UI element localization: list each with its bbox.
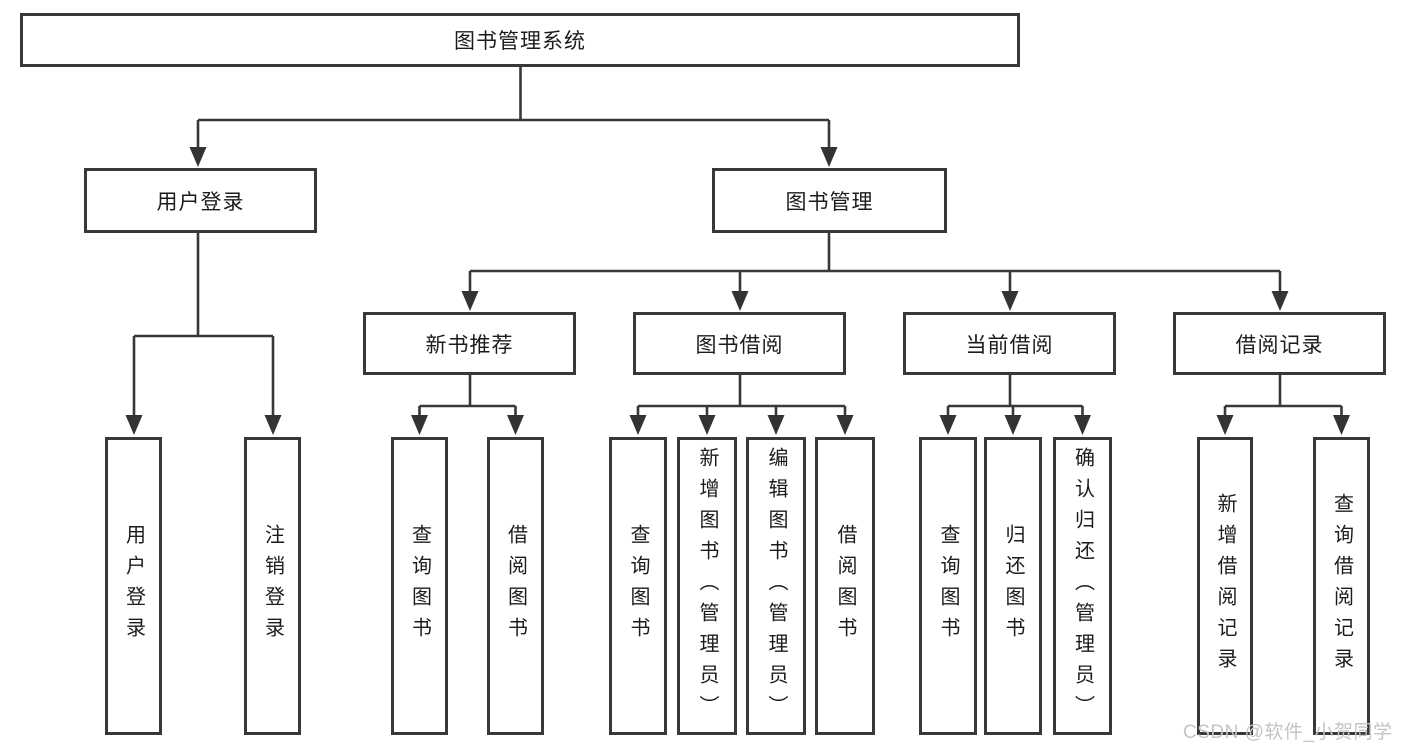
leaf-query-borrow-record: 查询借阅记录 xyxy=(1313,437,1370,735)
leaf-borrow-books-recommend: 借阅图书 xyxy=(487,437,544,735)
node-label: 图书管理系统 xyxy=(454,30,586,53)
node-book-management: 图书管理 xyxy=(712,168,947,233)
node-label: 用户登录 xyxy=(156,190,245,214)
leaf-query-books-current: 查询图书 xyxy=(919,437,977,735)
leaf-borrow-books-borrowing: 借阅图书 xyxy=(815,437,875,735)
node-label: 新书推荐 xyxy=(425,333,514,357)
leaf-label: 注销登录 xyxy=(261,524,284,648)
leaf-label: 编辑图书（管理员） xyxy=(765,446,787,726)
csdn-watermark: CSDN @软件_小贺同学 xyxy=(1183,722,1393,743)
node-current-borrowing: 当前借阅 xyxy=(903,312,1116,375)
leaf-label: 查询图书 xyxy=(937,524,959,648)
leaf-label: 查询图书 xyxy=(627,524,649,648)
leaf-query-books-borrowing: 查询图书 xyxy=(609,437,667,735)
node-label: 借阅记录 xyxy=(1235,333,1324,357)
leaf-label: 查询借阅记录 xyxy=(1330,493,1353,679)
leaf-label: 用户登录 xyxy=(122,524,145,648)
node-borrowing-records: 借阅记录 xyxy=(1173,312,1386,375)
node-library-management-system: 图书管理系统 xyxy=(20,13,1020,67)
node-book-borrowing: 图书借阅 xyxy=(633,312,846,375)
leaf-label: 确认归还（管理员） xyxy=(1071,446,1094,726)
leaf-label: 查询图书 xyxy=(408,524,431,648)
arrowheads xyxy=(125,147,1350,435)
node-user-login: 用户登录 xyxy=(84,168,317,233)
leaf-add-borrow-record: 新增借阅记录 xyxy=(1197,437,1253,735)
node-label: 图书管理 xyxy=(785,190,874,214)
leaf-label: 借阅图书 xyxy=(834,524,856,648)
leaf-label: 借阅图书 xyxy=(504,524,527,648)
leaf-return-book: 归还图书 xyxy=(984,437,1042,735)
node-label: 当前借阅 xyxy=(965,333,1054,357)
node-label: 图书借阅 xyxy=(695,333,784,357)
leaf-logout: 注销登录 xyxy=(244,437,301,735)
leaf-add-book-admin: 新增图书（管理员） xyxy=(677,437,737,735)
leaf-label: 归还图书 xyxy=(1002,524,1024,648)
leaf-query-books-recommend: 查询图书 xyxy=(391,437,448,735)
leaf-label: 新增图书（管理员） xyxy=(696,446,718,726)
leaf-label: 新增借阅记录 xyxy=(1214,493,1236,679)
leaf-user-login: 用户登录 xyxy=(105,437,162,735)
leaf-edit-book-admin: 编辑图书（管理员） xyxy=(746,437,806,735)
leaf-confirm-return-admin: 确认归还（管理员） xyxy=(1053,437,1112,735)
node-new-book-recommendation: 新书推荐 xyxy=(363,312,576,375)
